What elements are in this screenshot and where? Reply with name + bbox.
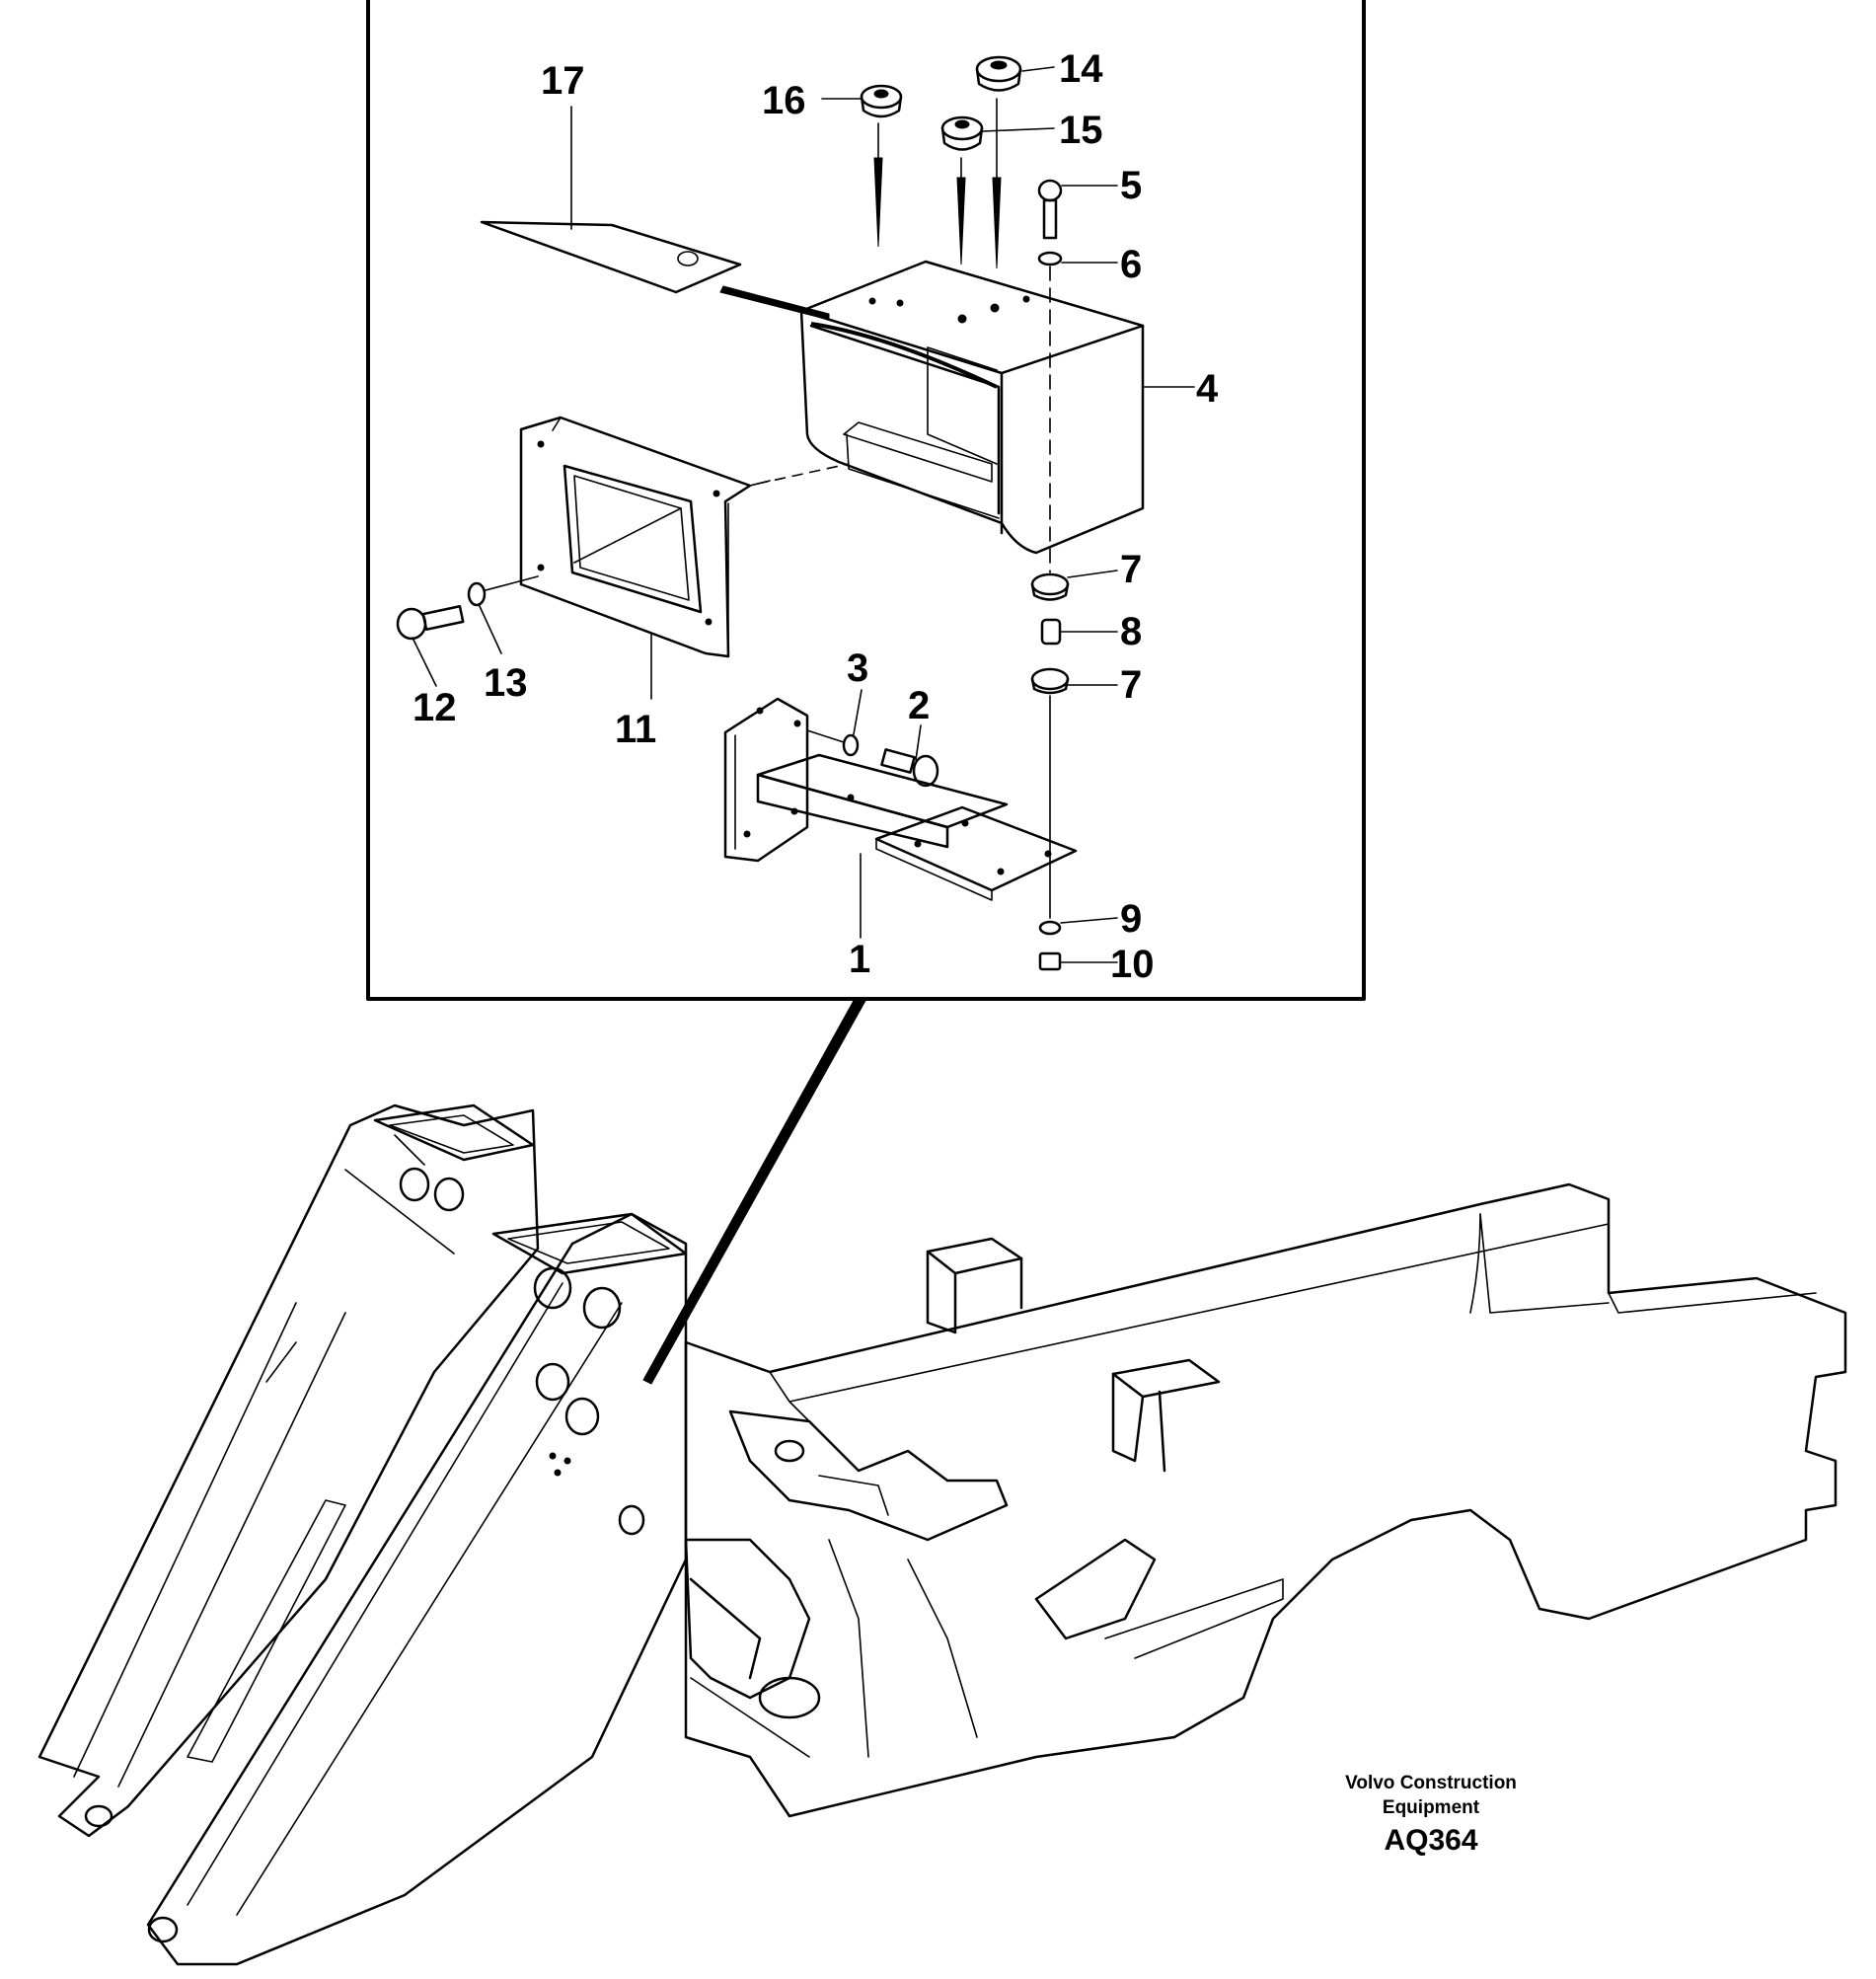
manufacturer-name-line2: Equipment (1383, 1797, 1480, 1818)
part-11-frame-plate (519, 416, 850, 700)
callout-9: 9 (1120, 897, 1142, 941)
manufacturer-name: Volvo Construction (1345, 1773, 1517, 1793)
part-5-10-fastener-stack (1030, 179, 1118, 971)
callout-15: 15 (1059, 109, 1103, 152)
callout-13: 13 (484, 661, 528, 705)
callout-3: 3 (847, 647, 868, 690)
callout-6: 6 (1120, 243, 1142, 286)
part-14-15-16-grommets (821, 55, 1055, 269)
part-4-box-housing (799, 260, 1195, 555)
callout-labels: 17 16 14 15 5 6 4 7 8 7 3 2 13 12 11 9 1… (413, 47, 1219, 986)
callout-5: 5 (1120, 164, 1142, 207)
detail-inset (366, 0, 1366, 1385)
callout-16: 16 (762, 79, 806, 122)
callout-1: 1 (849, 938, 870, 981)
callout-7a: 7 (1120, 548, 1142, 591)
callout-2: 2 (908, 684, 930, 727)
callout-11: 11 (615, 708, 656, 751)
loader-frame-illustration (38, 1104, 1847, 1966)
callout-12: 12 (413, 686, 457, 729)
callout-14: 14 (1059, 47, 1103, 91)
part-17-cover-plate (480, 106, 830, 321)
callout-4: 4 (1196, 367, 1219, 411)
part-12-13-bolt-washer (396, 575, 539, 687)
part-1-bracket (723, 697, 1078, 939)
callout-10: 10 (1110, 943, 1155, 986)
callout-8: 8 (1120, 610, 1142, 653)
part-2-3-bolt-washer (806, 689, 939, 788)
drawing-code: AQ364 (1384, 1824, 1477, 1857)
inset-leader-line (642, 998, 867, 1385)
callout-17: 17 (541, 59, 585, 103)
callout-7b: 7 (1120, 663, 1142, 707)
drawing-credit: Volvo Construction Equipment AQ364 (1345, 1773, 1517, 1857)
